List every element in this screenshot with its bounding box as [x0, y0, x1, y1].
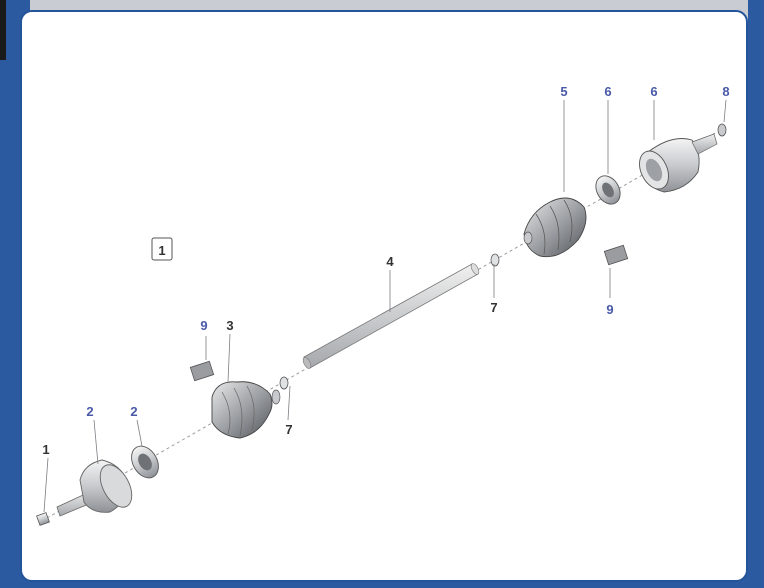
callout-1: 1	[42, 442, 49, 457]
callout-4: 4	[386, 254, 394, 269]
callout-9-left: 9	[200, 318, 207, 333]
part-9-clamp-right	[603, 244, 629, 266]
corner-mark	[0, 0, 6, 60]
part-1-nut	[36, 512, 50, 526]
callout-3: 3	[226, 318, 233, 333]
exploded-driveshaft-diagram: 1 1 2 2 9 3 7 4 7 5 6 6 8 9	[36, 84, 730, 526]
part-9-clamp-left	[189, 360, 215, 382]
callout-2-outer-joint: 2	[86, 404, 93, 419]
leader-lines	[43, 99, 727, 513]
figure-label: 1	[158, 243, 165, 258]
part-6-inner-race	[595, 175, 621, 205]
callout-6-housing: 6	[650, 84, 657, 99]
callout-5: 5	[560, 84, 567, 99]
part-6-inner-joint-housing	[639, 133, 718, 193]
part-2-inner-race	[131, 445, 159, 479]
part-5-boot	[523, 197, 587, 258]
part-7-circlip-right	[490, 253, 500, 267]
callout-8: 8	[722, 84, 729, 99]
callout-2-inner-race: 2	[130, 404, 137, 419]
callout-7-right: 7	[490, 300, 497, 315]
part-4-shaft	[302, 263, 480, 369]
figure-label-box	[151, 237, 173, 261]
callout-6-inner-race: 6	[604, 84, 611, 99]
part-8-nut	[717, 123, 727, 137]
callout-7-left: 7	[285, 422, 292, 437]
callout-9-right: 9	[606, 302, 613, 317]
part-7-circlip-left	[279, 376, 289, 390]
diagram-panel: 1 1 2 2 9 3 7 4 7 5 6 6 8 9	[20, 10, 748, 582]
right-blue-band	[748, 0, 764, 588]
part-3-boot	[211, 381, 281, 439]
part-2-outer-joint	[56, 459, 133, 517]
